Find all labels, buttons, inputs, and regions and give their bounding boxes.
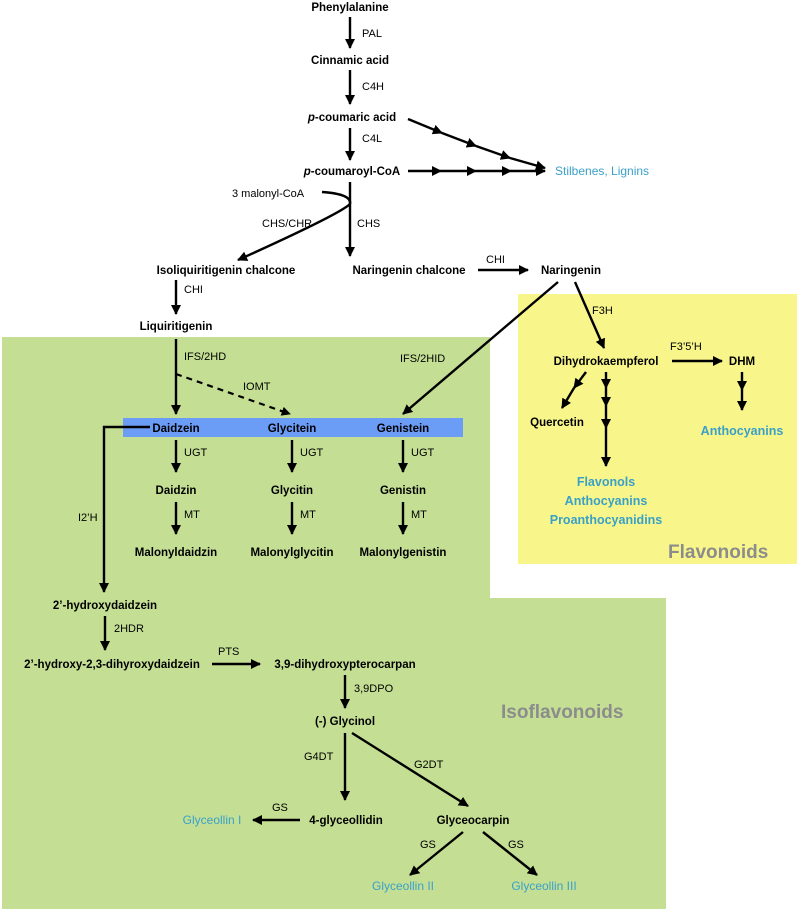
enzyme-mt-daidzin: MT (184, 509, 200, 521)
compound-genistein: Genistein (377, 423, 429, 435)
isoflavone-highlight-bar (123, 418, 463, 437)
compound-dhm: DHM (729, 356, 755, 368)
enzyme-chi-liquiritigenin: CHI (184, 284, 203, 296)
enzyme-f35h: F3’5’H (670, 341, 702, 353)
arrow-coumaric-2 (441, 131, 477, 148)
compound-naringenin: Naringenin (541, 265, 601, 277)
flavonoids-region-label: Flavonoids (668, 542, 768, 563)
compound-phenylalanine: Phenylalanine (311, 2, 388, 14)
enzyme-ifs-2hid: IFS/2HID (400, 353, 445, 365)
enzyme-i2h: I2’H (78, 512, 98, 524)
enzyme-ugt-genistein: UGT (411, 447, 435, 459)
product-flavonols: Flavonols (577, 475, 635, 489)
enzyme-gs-glyceollin-2: GS (420, 839, 436, 851)
arrow-quercetin-2 (560, 387, 576, 409)
enzyme-ugt-glycitein: UGT (300, 447, 324, 459)
malonyl-incoming-curve (321, 190, 352, 205)
arrow-i2h (98, 425, 150, 594)
compound-cinnamic-acid: Cinnamic acid (311, 55, 389, 67)
compound-p-coumaric-acid: p-coumaric acid (307, 112, 396, 124)
product-proanthocyanidins: Proanthocyanidins (550, 513, 663, 527)
product-anthocyanins: Anthocyanins (565, 494, 648, 508)
enzyme-f3h: F3H (592, 305, 613, 317)
compound-glycitein: Glycitein (268, 423, 317, 435)
compound-pterocarpan: 3,9-dihydroxypterocarpan (274, 659, 415, 671)
arrow-coumaric-3 (475, 144, 511, 160)
enzyme-c4l: C4L (362, 133, 382, 145)
enzyme-3-9dpo: 3,9DPO (354, 683, 394, 695)
compound-quercetin: Quercetin (530, 417, 584, 429)
arrow-iomt (175, 372, 291, 416)
isoflavonoids-region-label: Isoflavonoids (501, 702, 623, 723)
product-anthocyanins-dhm: Anthocyanins (701, 424, 784, 438)
compound-liquiritigenin: Liquiritigenin (140, 321, 213, 333)
compound-p-coumaroyl-coa: p-coumaroyl-CoA (303, 166, 400, 178)
enzyme-ifs-2hd: IFS/2HD (184, 351, 226, 363)
flavonoid-region (518, 294, 797, 564)
enzyme-g4dt: G4DT (304, 751, 334, 763)
compound-glycitin: Glycitin (271, 485, 313, 497)
isoflavonoid-region (2, 337, 666, 909)
enzyme-mt-genistin: MT (411, 509, 427, 521)
compound-isoliquiritigenin-chalcone: Isoliquiritigenin chalcone (157, 265, 296, 277)
arrow-coumaric-4 (509, 156, 546, 171)
compound-daidzin: Daidzin (156, 485, 197, 497)
arrow-chs-chr (237, 203, 351, 262)
enzyme-mt-glycitin: MT (300, 509, 316, 521)
compound-dihydrokaempferol: Dihydrokaempferol (554, 356, 659, 368)
arrow-quercetin-1 (573, 371, 587, 389)
product-glyceollin-3: Glyceollin III (511, 879, 576, 893)
compound-glyceocarpin: Glyceocarpin (437, 815, 510, 827)
enzyme-iomt: IOMT (243, 381, 271, 393)
compound-malonyldaidzin: Malonyldaidzin (135, 547, 217, 559)
enzyme-pts: PTS (218, 646, 239, 658)
compound-dihydroxydaidzein: 2’-hydroxy-2,3-dihyroxydaidzein (24, 659, 200, 671)
product-glyceollin-2: Glyceollin II (372, 879, 434, 893)
compound-daidzein: Daidzein (152, 423, 199, 435)
compound-malonylgenistin: Malonylgenistin (360, 547, 447, 559)
arrow-gs-glyceollin-3 (482, 831, 538, 876)
compound-2-hydroxydaidzein: 2’-hydroxydaidzein (53, 600, 157, 612)
arrow-f3h (573, 281, 606, 349)
enzyme-chs: CHS (357, 218, 380, 230)
enzyme-chs-chr: CHS/CHR (262, 218, 312, 230)
enzyme-pal: PAL (362, 28, 382, 40)
compound-naringenin-chalcone: Naringenin chalcone (352, 265, 465, 277)
enzyme-g2dt: G2DT (414, 759, 444, 771)
enzyme-ugt-daidzein: UGT (184, 447, 208, 459)
arrow-gs-glyceollin-2 (409, 831, 464, 876)
enzyme-c4h: C4H (362, 81, 384, 93)
enzyme-chi-naringenin: CHI (486, 254, 505, 266)
enzyme-gs-glyceollin-1: GS (272, 802, 288, 814)
product-stilbenes-lignins: Stilbenes, Lignins (555, 164, 649, 178)
compound-malonyl-coa: 3 malonyl-CoA (232, 188, 305, 200)
arrow-coumaric-1 (407, 117, 443, 135)
compound-genistin: Genistin (380, 485, 426, 497)
enzyme-gs-glyceollin-3: GS (508, 839, 524, 851)
compound-glycinol: (-) Glycinol (315, 716, 375, 728)
compound-4-glyceollidin: 4-glyceollidin (309, 815, 383, 827)
arrow-g2dt (351, 731, 469, 808)
enzyme-2hdr: 2HDR (114, 623, 144, 635)
compound-malonylglycitin: Malonylglycitin (250, 547, 333, 559)
product-glyceollin-1: Glyceollin I (183, 813, 242, 827)
arrow-ifs-2hid (402, 281, 559, 415)
